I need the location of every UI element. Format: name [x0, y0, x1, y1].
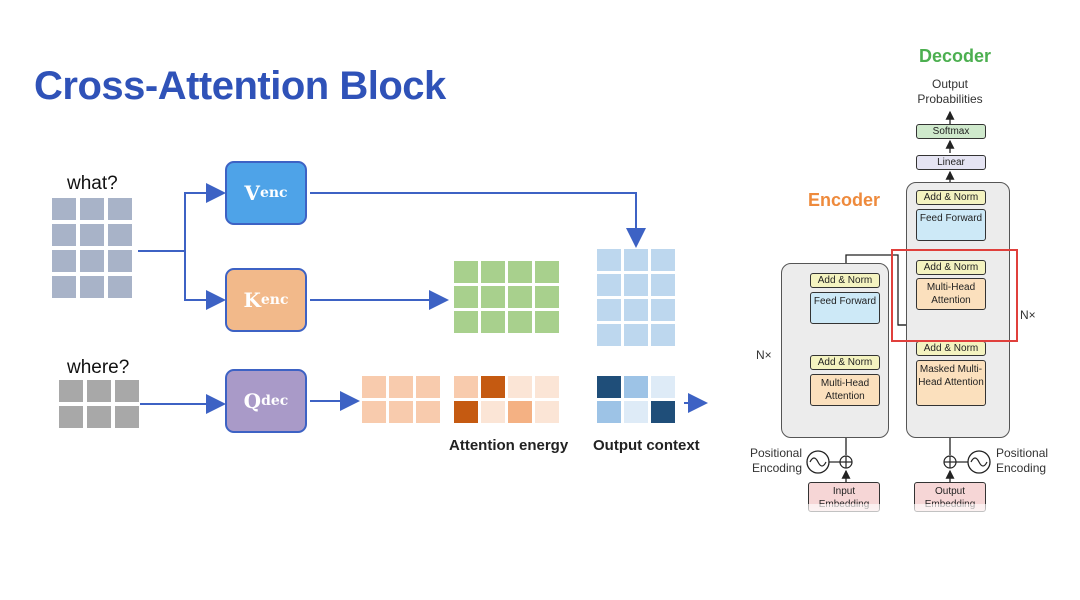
encoder-stack [781, 263, 889, 438]
output-context-label: Output context [593, 437, 700, 454]
decoder-feed-forward: Feed Forward [916, 209, 986, 241]
key-grid [454, 261, 559, 333]
where-label: where? [67, 357, 130, 378]
softmax-block: Softmax [916, 124, 986, 139]
decoder-positional-encoding-label: Positional Encoding [996, 446, 1049, 475]
bottom-fade [740, 504, 1080, 600]
cross-attention-highlight [891, 249, 1018, 342]
decoder-title: Decoder [919, 46, 992, 66]
decoder-addnorm-1: Add & Norm [916, 341, 986, 356]
decoder-nx-label: N× [1020, 308, 1036, 322]
where-grid [59, 380, 139, 428]
encoder-self-attention: Multi-Head Attention [810, 374, 880, 406]
slide-title: Cross-Attention Block [34, 64, 446, 108]
what-label: what? [67, 173, 118, 194]
encoder-title: Encoder [808, 190, 881, 210]
encoder-feed-forward: Feed Forward [810, 292, 880, 324]
encoder-addnorm-1: Add & Norm [810, 355, 880, 370]
linear-block: Linear [916, 155, 986, 170]
encoder-addnorm-2: Add & Norm [810, 273, 880, 288]
decoder-addnorm-3: Add & Norm [916, 190, 986, 205]
decoder-masked-attention: Masked Multi-Head Attention [916, 360, 986, 406]
value-grid [597, 249, 675, 346]
encoder-positional-encoding-label: Positional Encoding [749, 446, 802, 475]
output-probabilities-label: Output Probabilities [917, 77, 983, 106]
output-context-grid [597, 376, 675, 423]
decoder-addnorm-2: Add & Norm [916, 260, 986, 275]
attention-energy-grid [454, 376, 559, 423]
what-grid [52, 198, 132, 298]
decoder-cross-attention: Multi-Head Attention [916, 278, 986, 310]
query-grid [362, 376, 440, 423]
attention-energy-label: Attention energy [449, 437, 569, 454]
encoder-nx-label: N× [756, 348, 772, 362]
